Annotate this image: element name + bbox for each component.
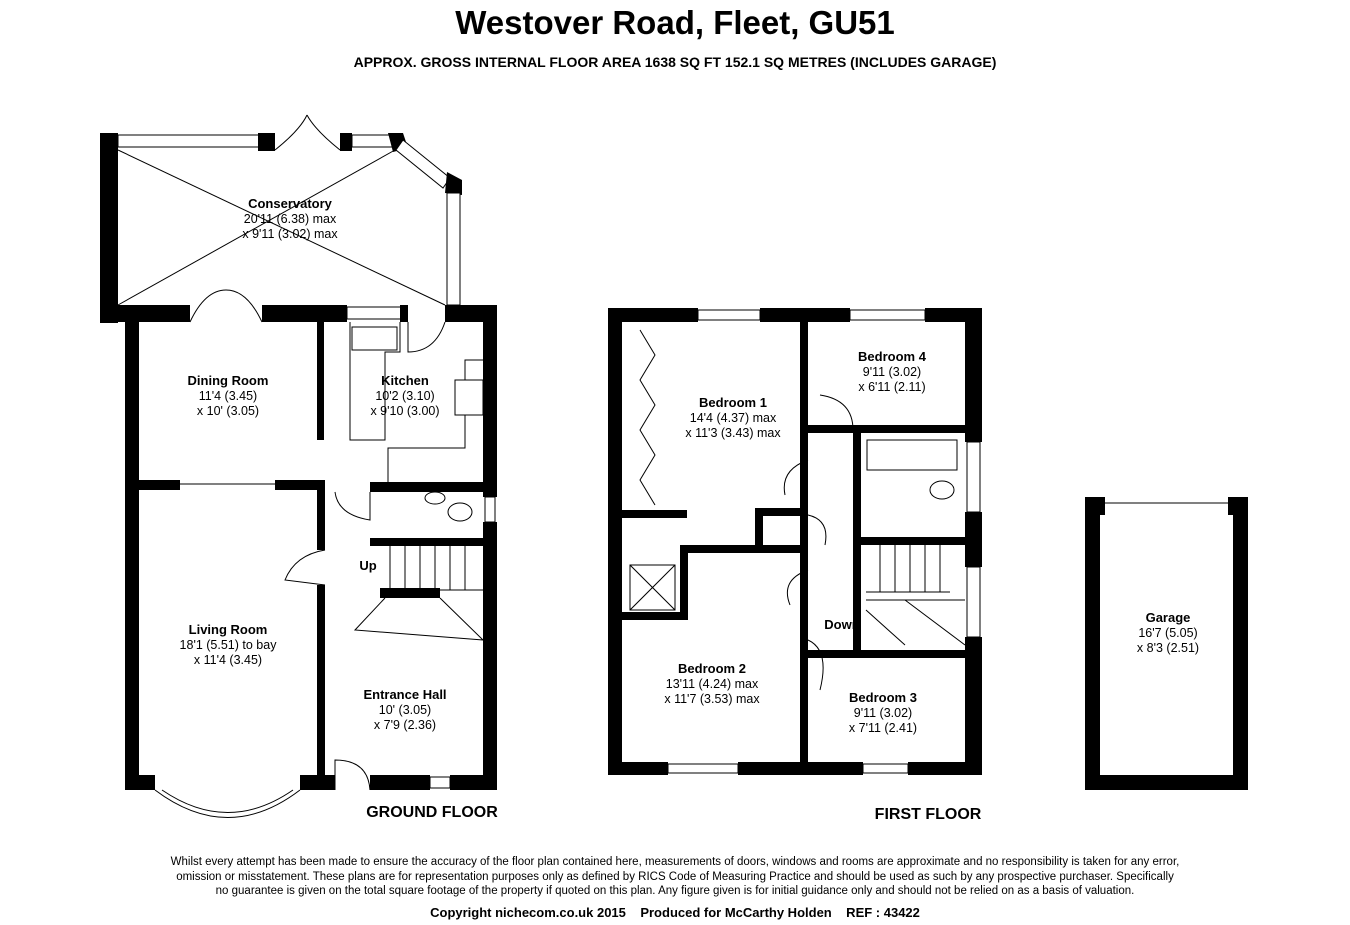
garage-plan [1085, 497, 1248, 790]
svg-text:18'1 (5.51) to bay: 18'1 (5.51) to bay [180, 638, 278, 652]
floor-area-subtitle: APPROX. GROSS INTERNAL FLOOR AREA 1638 S… [353, 54, 997, 70]
svg-text:Kitchen: Kitchen [381, 373, 429, 388]
disclaimer-line: Whilst every attempt has been made to en… [170, 856, 1180, 868]
room-living-room: Living Room 18'1 (5.51) to bay x 11'4 (3… [180, 622, 278, 667]
disclaimer-line: no guarantee is given on the total squar… [215, 885, 1135, 897]
svg-text:Garage: Garage [1146, 610, 1191, 625]
svg-text:Bedroom 4: Bedroom 4 [858, 349, 927, 364]
first-floor-plan [608, 308, 982, 775]
svg-text:10' (3.05): 10' (3.05) [379, 703, 431, 717]
svg-text:x 6'11 (2.11): x 6'11 (2.11) [858, 380, 925, 394]
svg-text:Living Room: Living Room [189, 622, 268, 637]
svg-text:x 10' (3.05): x 10' (3.05) [197, 404, 259, 418]
svg-text:Conservatory: Conservatory [248, 196, 333, 211]
svg-text:x 11'3 (3.43) max: x 11'3 (3.43) max [685, 426, 781, 440]
svg-text:Dining Room: Dining Room [188, 373, 269, 388]
ground-floor-label: GROUND FLOOR [366, 804, 498, 821]
svg-text:9'11 (3.02): 9'11 (3.02) [863, 365, 921, 379]
page-title: Westover Road, Fleet, GU51 [455, 4, 895, 41]
room-bedroom-3: Bedroom 3 9'11 (3.02) x 7'11 (2.41) [849, 690, 917, 735]
room-entrance-hall: Entrance Hall 10' (3.05) x 7'9 (2.36) [363, 687, 446, 732]
disclaimer-line: omission or misstatement. These plans ar… [176, 870, 1174, 883]
svg-text:Entrance Hall: Entrance Hall [363, 687, 446, 702]
room-dining-room: Dining Room 11'4 (3.45) x 10' (3.05) [188, 373, 269, 418]
svg-text:x 7'9 (2.36): x 7'9 (2.36) [374, 718, 436, 732]
room-bedroom-4: Bedroom 4 9'11 (3.02) x 6'11 (2.11) [858, 349, 927, 394]
room-bedroom-1: Bedroom 1 14'4 (4.37) max x 11'3 (3.43) … [685, 395, 781, 440]
svg-text:x 7'11 (2.41): x 7'11 (2.41) [849, 721, 917, 735]
svg-text:x 8'3 (2.51): x 8'3 (2.51) [1137, 641, 1199, 655]
svg-text:Bedroom 1: Bedroom 1 [699, 395, 767, 410]
svg-text:Bedroom 3: Bedroom 3 [849, 690, 917, 705]
stairs-down-label: Down [824, 617, 859, 632]
room-kitchen: Kitchen 10'2 (3.10) x 9'10 (3.00) [370, 373, 439, 418]
ground-floor-plan [100, 114, 497, 818]
svg-text:Bedroom 2: Bedroom 2 [678, 661, 746, 676]
svg-text:11'4 (3.45): 11'4 (3.45) [199, 389, 257, 403]
svg-text:20'11 (6.38) max: 20'11 (6.38) max [244, 212, 337, 226]
svg-text:10'2 (3.10): 10'2 (3.10) [375, 389, 434, 403]
svg-text:13'11 (4.24) max: 13'11 (4.24) max [666, 677, 759, 691]
svg-text:x 9'10 (3.00): x 9'10 (3.00) [370, 404, 439, 418]
room-conservatory: Conservatory 20'11 (6.38) max x 9'11 (3.… [242, 196, 338, 241]
copyright: Copyright nichecom.co.uk 2015 Produced f… [430, 905, 920, 920]
svg-text:x 11'4 (3.45): x 11'4 (3.45) [194, 653, 262, 667]
room-garage: Garage 16'7 (5.05) x 8'3 (2.51) [1137, 610, 1199, 655]
svg-text:x 9'11 (3.02) max: x 9'11 (3.02) max [242, 227, 338, 241]
disclaimer: Whilst every attempt has been made to en… [140, 855, 1210, 899]
svg-text:14'4 (4.37) max: 14'4 (4.37) max [690, 411, 777, 425]
stairs-up-label: Up [359, 558, 376, 573]
svg-text:x 11'7 (3.53) max: x 11'7 (3.53) max [664, 692, 760, 706]
svg-text:16'7 (5.05): 16'7 (5.05) [1138, 626, 1197, 640]
svg-text:9'11 (3.02): 9'11 (3.02) [854, 706, 912, 720]
room-bedroom-2: Bedroom 2 13'11 (4.24) max x 11'7 (3.53)… [664, 661, 760, 706]
first-floor-label: FIRST FLOOR [875, 806, 982, 823]
